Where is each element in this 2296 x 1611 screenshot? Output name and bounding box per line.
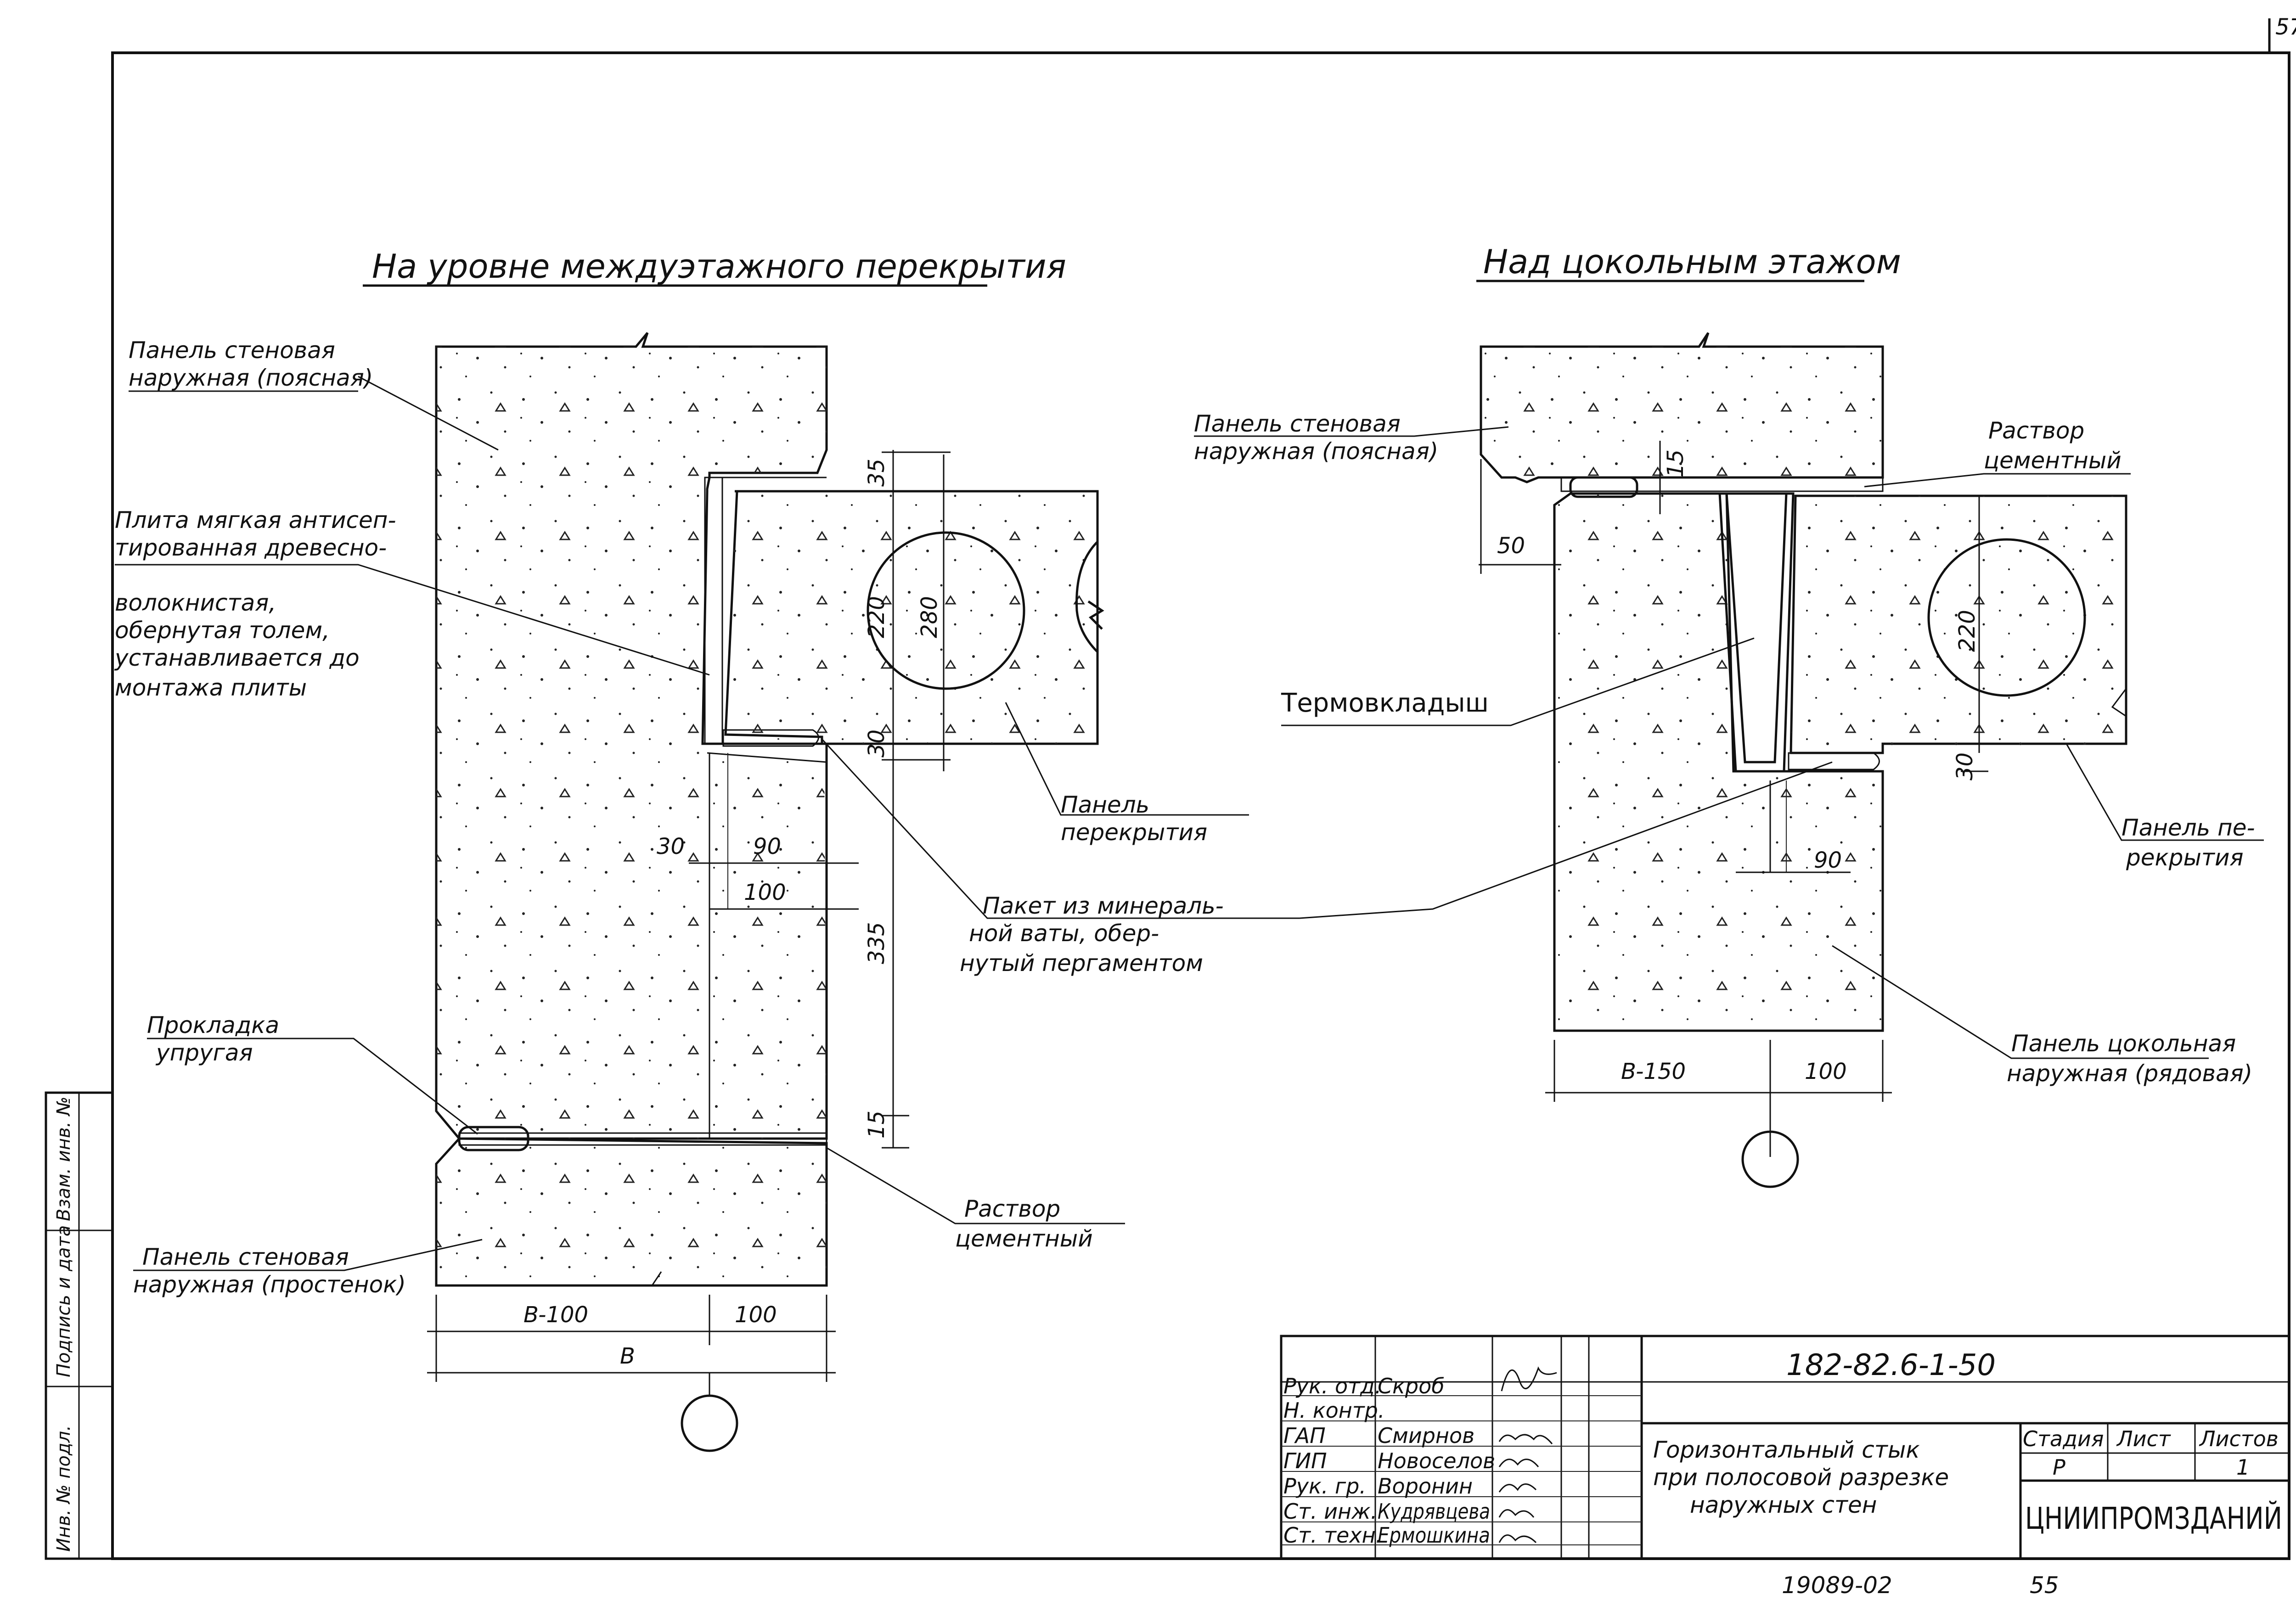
dim-100-lower: 100 [735, 1302, 777, 1328]
tb-organization: ЦНИИПРОМЗДАНИЙ [2025, 1500, 2282, 1536]
right-thermal-insert [1725, 492, 1788, 763]
label-pier-panel-2: наружная (простенок) [133, 1271, 406, 1298]
left-elastic-gasket [458, 1126, 529, 1151]
label-mortar-2: цементный [955, 1225, 1093, 1252]
label-soft-slab-5: устанавливается до [114, 645, 360, 671]
right-axis-marker [1741, 1130, 1799, 1188]
left-labels: Панель стеновая наружная (поясная) Плита… [114, 337, 1300, 1298]
rlabel-plinth-panel-1: Панель цокольная [2011, 1030, 2236, 1057]
right-dimensions: 50 15 220 30 90 B-150 100 [1479, 441, 1988, 1188]
label-soft-slab-6: монтажа плиты [115, 674, 307, 701]
label-floor-panel-2: перекрытия [1061, 819, 1207, 846]
label-wool-pack-1: Пакет из минераль- [983, 893, 1224, 919]
title-block: Рук. отд. Н. контр. ГАП ГИП Рук. гр. Ст.… [1280, 1335, 2290, 1599]
right-hollow-core [1927, 538, 2086, 697]
strip-sign-date: Подпись и дата [53, 1225, 74, 1377]
label-wool-pack-2: ной ваты, обер- [969, 920, 1159, 947]
dim-30-top: 30 [864, 730, 889, 758]
right-wool-pack [1788, 752, 1880, 770]
label-floor-panel-1: Панель [1061, 791, 1149, 818]
left-hollow-core [867, 531, 1025, 690]
tb-desc-3: наружных стен [1690, 1492, 1877, 1518]
rdim-15: 15 [1663, 449, 1688, 477]
tb-role-1: Н. контр. [1283, 1398, 1384, 1423]
label-mortar-1: Раствор [964, 1196, 1060, 1222]
left-dimensions: 35 280 220 30 335 15 30 90 100 B-100 100… [427, 450, 951, 1452]
tb-role-2: ГАП [1283, 1423, 1326, 1448]
label-soft-slab-4: обернутая толем, [115, 617, 330, 644]
sheet-frame: 57 [111, 14, 2296, 1560]
rlabel-plinth-panel-2: наружная (рядовая) [2007, 1060, 2252, 1087]
tb-stage-value: Р [2053, 1455, 2065, 1480]
rlabel-floor-panel-2: рекрытия [2126, 844, 2244, 871]
rlabel-belt-panel-2: наружная (поясная) [1194, 438, 1438, 465]
label-belt-panel-1: Панель стеновая [129, 337, 335, 364]
rdim-100: 100 [1805, 1059, 1847, 1084]
tb-name-5: Кудрявцева [1378, 1499, 1490, 1524]
left-detail-title: На уровне междуэтажного перекрытия [372, 247, 1066, 286]
left-axis-marker [681, 1394, 738, 1452]
tb-page-no: 55 [2030, 1572, 2059, 1599]
dim-b-100: B-100 [523, 1302, 588, 1328]
tb-name-0: Скроб [1378, 1374, 1445, 1398]
tb-doc-code: 182-82.6-1-50 [1786, 1348, 1996, 1382]
rlabel-thermal-insert: Термовкладыш [1281, 688, 1489, 718]
strip-replaced-inv: Взам. инв. № [53, 1096, 74, 1221]
tb-col-sheet: Лист [2116, 1426, 2171, 1451]
dim-35: 35 [864, 459, 889, 487]
rlabel-floor-panel-1: Панель пе- [2122, 814, 2255, 841]
tb-desc-2: при полосовой разрезке [1653, 1464, 1949, 1491]
label-gasket-1: Прокладка [147, 1012, 279, 1038]
tb-col-sheets: Листов [2199, 1426, 2279, 1451]
dim-220: 220 [864, 596, 889, 638]
tb-role-6: Ст. техн. [1283, 1523, 1382, 1548]
tb-name-6: Ермошкина [1378, 1523, 1490, 1548]
rlabel-mortar-2: цементный [1984, 447, 2122, 474]
dim-b: B [620, 1343, 635, 1369]
tb-sheets-total: 1 [2236, 1455, 2250, 1480]
label-soft-slab-3: волокнистая, [115, 589, 276, 616]
label-soft-slab-2: тированная древесно- [115, 534, 387, 561]
left-strip: Инв. № подл. Подпись и дата Взам. инв. № [45, 1091, 114, 1560]
label-gasket-2: упругая [155, 1039, 253, 1066]
label-soft-slab-1: Плита мягкая антисеп- [115, 507, 396, 533]
tb-name-4: Воронин [1378, 1474, 1473, 1499]
dim-100-upper: 100 [744, 880, 786, 905]
rdim-30: 30 [1952, 752, 1978, 780]
rdim-220: 220 [1954, 610, 1980, 652]
tb-role-5: Ст. инж. [1283, 1499, 1377, 1524]
left-detail: На уровне междуэтажного перекрытия [114, 247, 1300, 1452]
dim-280: 280 [917, 596, 942, 638]
right-mortar-joint [1560, 477, 1884, 492]
tb-role-0: Рук. отд. [1283, 1374, 1381, 1398]
rlabel-mortar-1: Раствор [1988, 417, 2084, 444]
tb-role-4: Рук. гр. [1283, 1474, 1366, 1499]
right-detail-title: Над цокольным этажом [1483, 242, 1901, 281]
tb-name-2: Смирнов [1378, 1423, 1474, 1448]
dim-30-left: 30 [657, 834, 685, 859]
tb-desc-1: Горизонтальный стык [1653, 1437, 1920, 1463]
rlabel-belt-panel-1: Панель стеновая [1194, 410, 1401, 437]
signatures [1498, 1366, 1557, 1544]
rdim-b-150: B-150 [1621, 1059, 1686, 1084]
right-labels: Панель стеновая наружная (поясная) Раств… [1194, 410, 2264, 1087]
tb-role-3: ГИП [1283, 1448, 1327, 1473]
corner-mark: 57 [2275, 14, 2296, 40]
dim-90: 90 [753, 834, 781, 859]
tb-archive-no: 19089-02 [1782, 1572, 1892, 1599]
label-wool-pack-3: нутый пергаментом [960, 950, 1203, 977]
label-belt-panel-2: наружная (поясная) [129, 365, 373, 391]
strip-inv-no: Инв. № подл. [53, 1425, 74, 1552]
right-detail: Над цокольным этажом 50 15 [1194, 242, 2264, 1188]
dim-335: 335 [864, 922, 889, 964]
rdim-50: 50 [1497, 533, 1525, 559]
tb-col-stage: Стадия [2023, 1426, 2104, 1451]
label-pier-panel-1: Панель стеновая [142, 1244, 349, 1270]
tb-name-3: Новоселов [1378, 1448, 1495, 1473]
dim-15: 15 [864, 1111, 889, 1139]
rdim-90: 90 [1814, 848, 1842, 873]
